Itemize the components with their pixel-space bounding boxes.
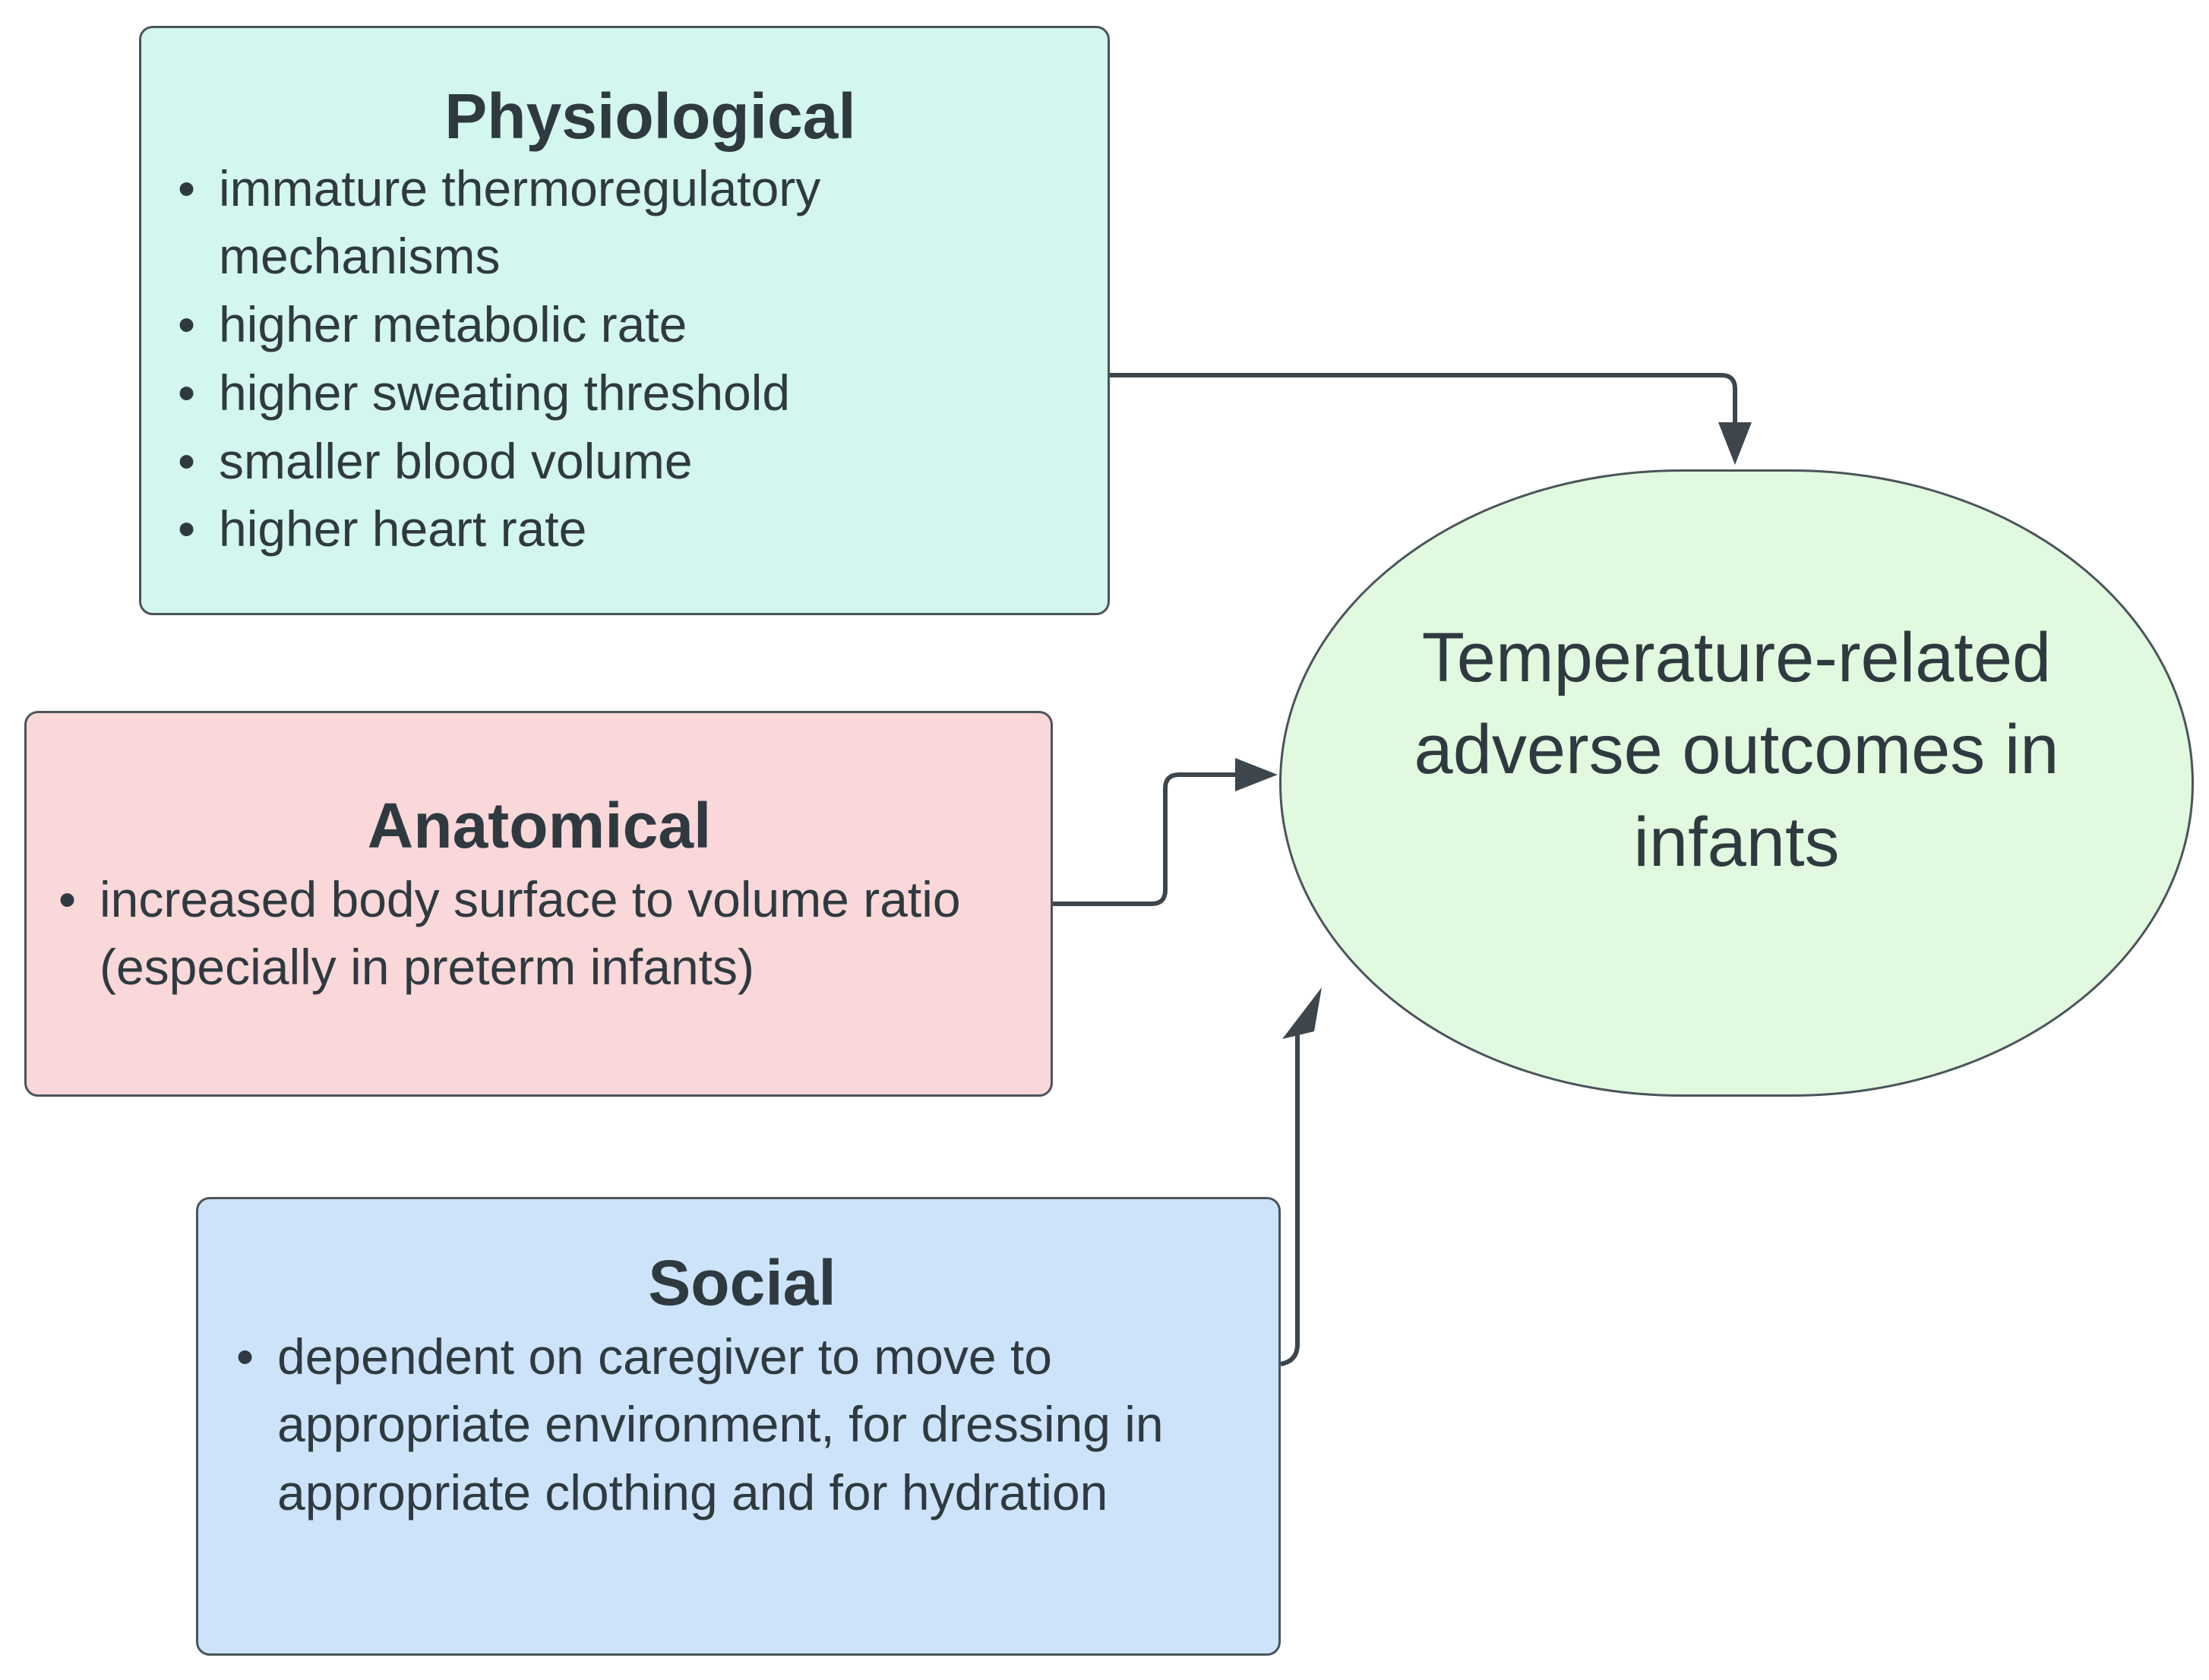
connector-social-to-outcome xyxy=(1280,1033,1300,1366)
arrowhead-social xyxy=(1282,987,1322,1039)
social-title: Social xyxy=(648,1247,836,1318)
physiological-item: higher heart rate xyxy=(178,495,1062,564)
anatomical-list: increased body surface to volume ratio (… xyxy=(58,866,1020,1003)
physiological-list: immature thermoregulatory mechanisms hig… xyxy=(178,155,1062,564)
physiological-box: Physiological immature thermoregulatory … xyxy=(139,26,1110,615)
arrowhead-anatomical xyxy=(1235,758,1278,791)
social-item: dependent on caregiver to move to approp… xyxy=(236,1323,1248,1527)
connector-anatomical-to-outcome xyxy=(1053,772,1235,906)
physiological-item: smaller blood volume xyxy=(178,428,1062,496)
anatomical-title: Anatomical xyxy=(367,790,712,861)
physiological-item: higher metabolic rate xyxy=(178,291,1062,359)
connector-physiological-to-outcome xyxy=(1110,373,1737,422)
arrowhead-physiological xyxy=(1718,422,1752,465)
outcome-node: Temperature-related adverse outcomes in … xyxy=(1279,469,2194,1097)
anatomical-item: increased body surface to volume ratio (… xyxy=(58,866,1020,1003)
outcome-label: Temperature-related adverse outcomes in … xyxy=(1414,618,2059,881)
physiological-item: immature thermoregulatory mechanisms xyxy=(178,155,1062,292)
social-list: dependent on caregiver to move to approp… xyxy=(236,1323,1248,1527)
physiological-title: Physiological xyxy=(444,81,856,152)
physiological-item: higher sweating threshold xyxy=(178,359,1062,428)
anatomical-box: Anatomical increased body surface to vol… xyxy=(24,711,1053,1097)
social-box: Social dependent on caregiver to move to… xyxy=(196,1197,1281,1656)
